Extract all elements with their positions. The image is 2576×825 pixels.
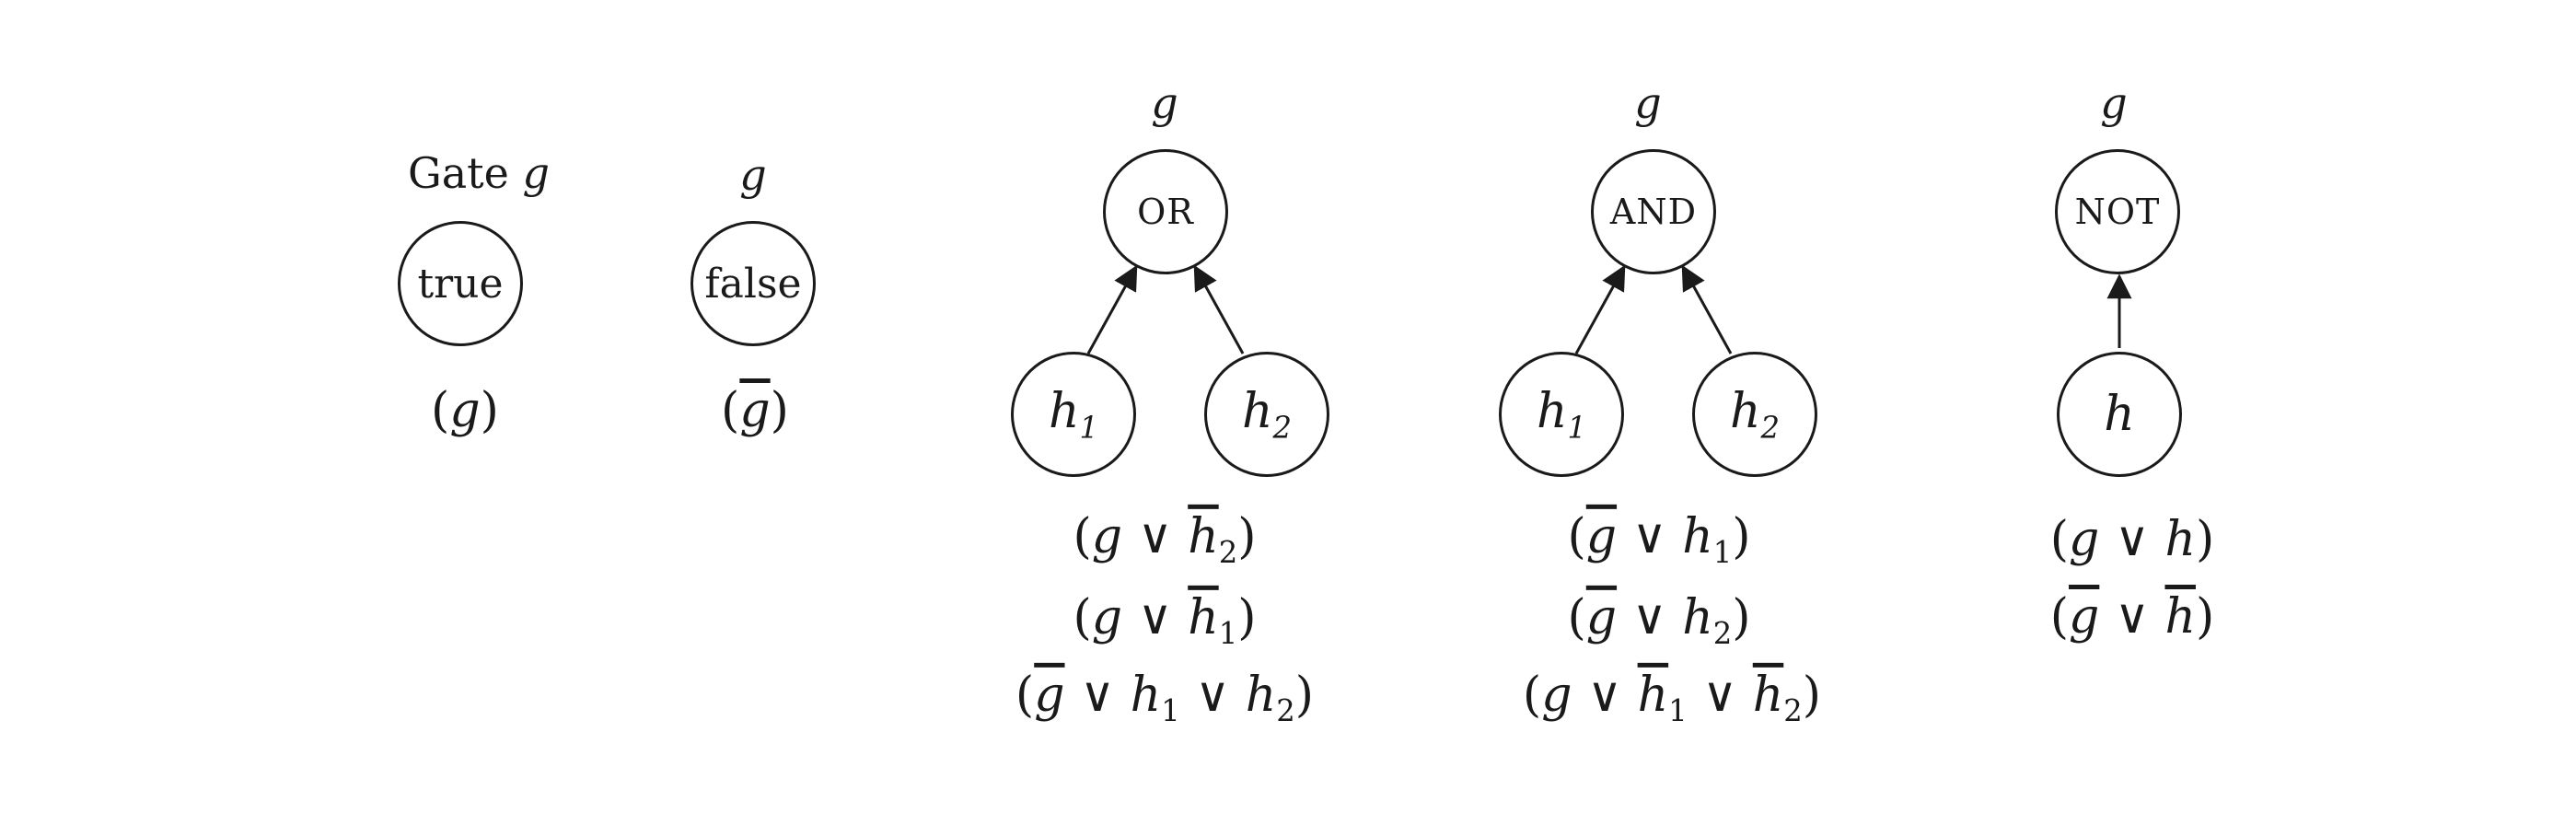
or-clause-1: (g ∨ h2)	[1073, 508, 1257, 571]
gate-heading-var: g	[522, 148, 550, 198]
false-node: false	[690, 221, 816, 346]
gate-heading-prefix: Gate	[408, 148, 509, 198]
or-gate-label: g	[1151, 78, 1178, 128]
gate-heading: Gate g	[408, 148, 550, 198]
false-gate-label: g	[739, 150, 767, 200]
true-node: true	[398, 221, 523, 346]
not-clause-1: (g ∨ h)	[2049, 512, 2215, 567]
and-input-h1-label: h1	[1536, 383, 1586, 446]
and-gate-label: g	[1634, 78, 1662, 128]
or-clause-2: (g ∨ h1)	[1073, 589, 1257, 652]
or-node-label: OR	[1137, 192, 1194, 232]
or-input-h1-label: h1	[1048, 383, 1098, 446]
or-input-h2: h2	[1204, 352, 1329, 477]
or-input-h1: h1	[1011, 352, 1136, 477]
not-input-h: h	[2057, 352, 2182, 477]
or-clause-3: (g ∨ h1 ∨ h2)	[1015, 667, 1315, 729]
or-node: OR	[1103, 149, 1228, 274]
not-clause-2: (g ∨ h)	[2049, 589, 2215, 645]
not-input-h-label: h	[2104, 387, 2135, 442]
not-node: NOT	[2055, 149, 2180, 274]
or-edge-h1	[1086, 264, 1138, 354]
and-input-h2: h2	[1692, 352, 1817, 477]
and-input-h2-label: h2	[1729, 383, 1780, 446]
and-clause-2: (g ∨ h2)	[1567, 589, 1751, 652]
true-clause: (g)	[431, 383, 499, 438]
false-clause: (g)	[721, 383, 789, 438]
or-input-h2-label: h2	[1241, 383, 1292, 446]
or-edge-h2	[1193, 264, 1245, 354]
not-gate-label: g	[2100, 78, 2128, 128]
and-clause-1: (g ∨ h1)	[1567, 508, 1751, 571]
and-edge-h1	[1574, 264, 1626, 354]
not-node-label: NOT	[2074, 192, 2161, 232]
and-input-h1: h1	[1499, 352, 1624, 477]
and-node-label: AND	[1609, 192, 1698, 232]
true-node-label: true	[417, 260, 504, 308]
and-clause-3: (g ∨ h1 ∨ h2)	[1522, 667, 1822, 729]
and-edge-h2	[1681, 264, 1733, 354]
false-node-label: false	[704, 260, 802, 308]
and-node: AND	[1591, 149, 1716, 274]
